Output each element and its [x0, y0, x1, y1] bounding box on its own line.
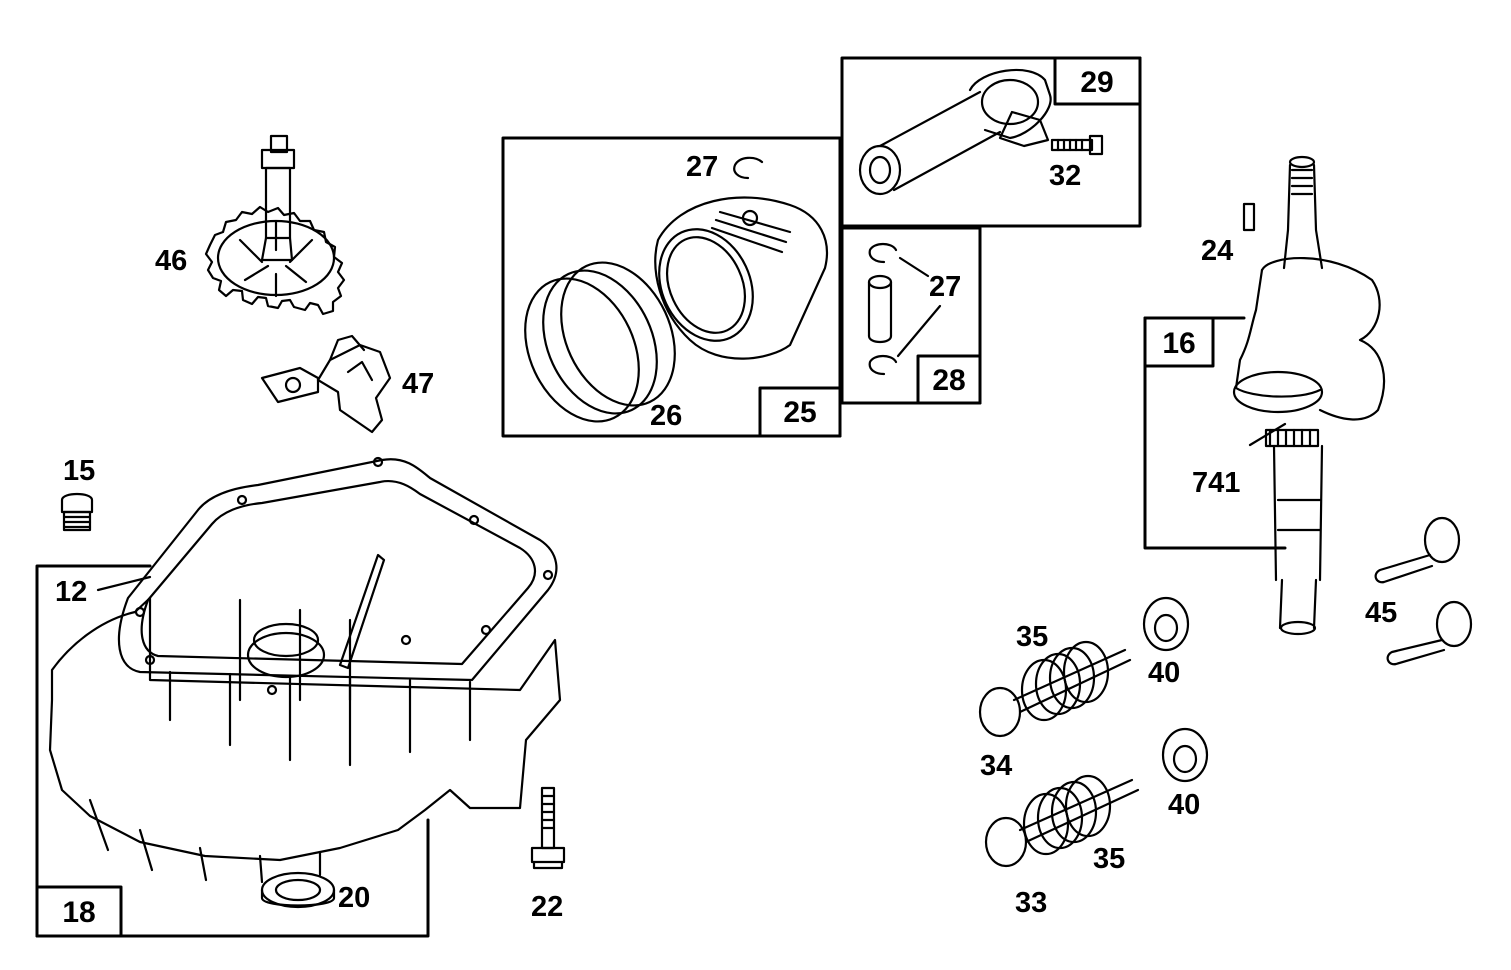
crankshaft-part — [1232, 155, 1386, 636]
callout-22: 22 — [531, 891, 563, 923]
box-label-28: 28 — [932, 364, 965, 397]
callout-741: 741 — [1192, 467, 1240, 499]
callout-15: 15 — [63, 455, 95, 487]
valve-spring-lower-part — [1022, 774, 1112, 856]
callout-35-bottom: 35 — [1093, 843, 1125, 875]
bolt-part — [530, 786, 566, 870]
box-piston-assembly: 25 — [501, 136, 842, 438]
callout-46: 46 — [155, 245, 187, 277]
rod-bolt-part — [1050, 134, 1104, 156]
callout-12: 12 — [55, 576, 87, 608]
key-part — [1242, 202, 1256, 232]
connecting-rod-part — [858, 68, 1052, 196]
callout-34: 34 — [980, 750, 1012, 782]
callout-40-top: 40 — [1148, 657, 1180, 689]
box-label-18: 18 — [62, 896, 95, 929]
callout-24: 24 — [1201, 235, 1233, 267]
tappets-part — [1374, 516, 1473, 666]
callout-20: 20 — [338, 882, 370, 914]
callout-26: 26 — [650, 400, 682, 432]
callout-27-box: 27 — [929, 271, 961, 303]
piston-rings-part — [524, 261, 676, 423]
box-label-29: 29 — [1080, 66, 1113, 99]
box-label-16: 16 — [1162, 327, 1195, 360]
callout-45: 45 — [1365, 597, 1397, 629]
cam-gear-part — [204, 134, 346, 316]
governor-part — [260, 334, 392, 434]
leader-741 — [1248, 422, 1287, 447]
box-label-25: 25 — [783, 396, 816, 429]
box-crankcase: 18 — [35, 564, 430, 938]
piston-clip-part — [733, 156, 764, 180]
callout-32: 32 — [1049, 160, 1081, 192]
crankcase-part — [48, 456, 562, 884]
oil-plug-part — [60, 492, 94, 532]
retainer-clips-part — [868, 242, 942, 376]
leader-12 — [96, 575, 152, 592]
valve-spring-upper-part — [1020, 640, 1110, 722]
box-crankshaft: 16 — [1143, 316, 1287, 550]
callout-27-top: 27 — [686, 151, 718, 183]
valve-retainer-part — [1142, 596, 1209, 783]
box-connecting-rod: 29 — [840, 56, 1142, 228]
callout-35-top: 35 — [1016, 621, 1048, 653]
callout-40-bottom: 40 — [1168, 789, 1200, 821]
oil-seal-part — [260, 871, 336, 909]
piston-part — [654, 196, 829, 360]
box-pin-clips: 28 — [840, 226, 982, 405]
callout-33: 33 — [1015, 887, 1047, 919]
piston-pin-part — [867, 274, 893, 344]
callout-47: 47 — [402, 368, 434, 400]
